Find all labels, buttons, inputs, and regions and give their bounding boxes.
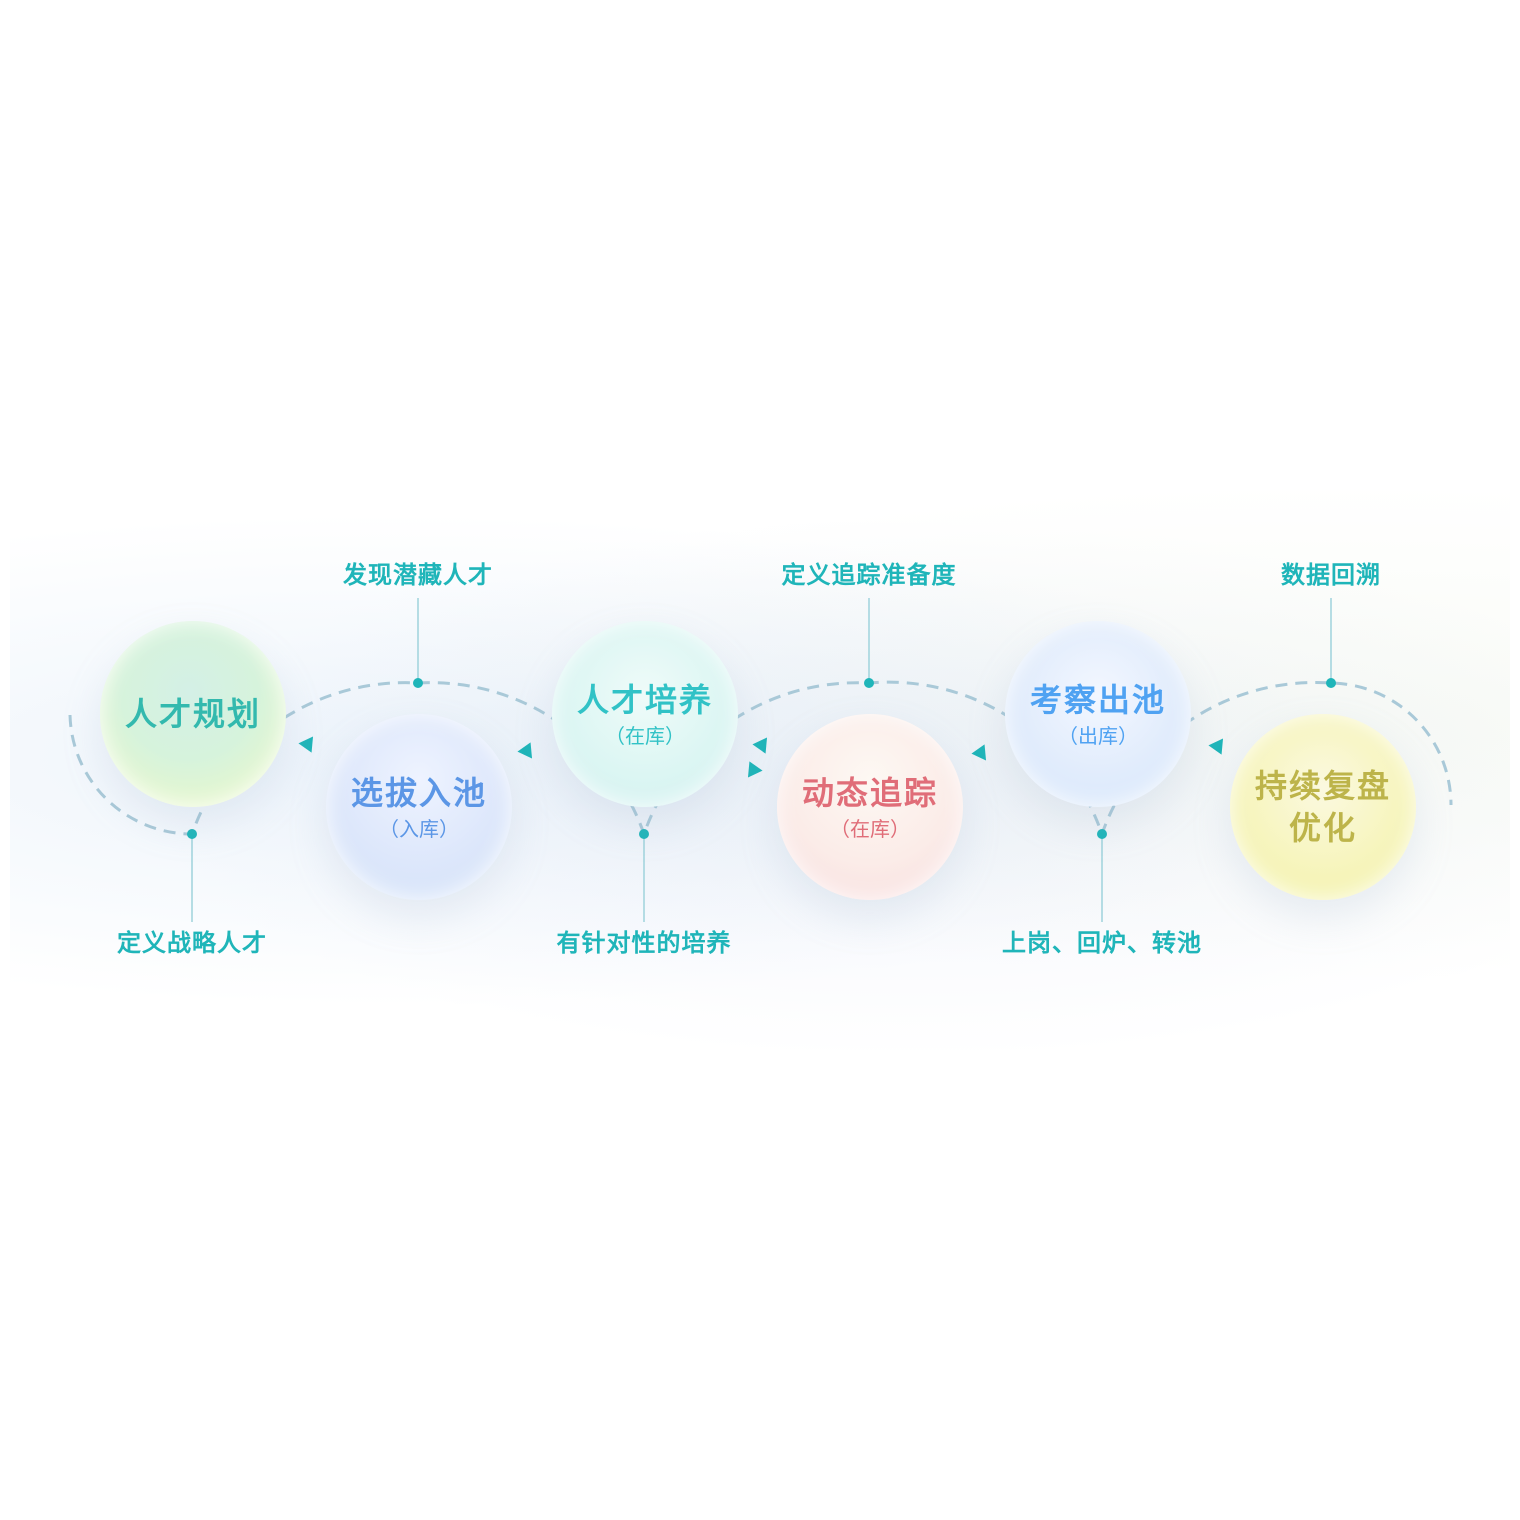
node-dot-top-2	[864, 678, 874, 688]
label-targeted-training: 有针对性的培养	[556, 929, 732, 957]
wavy-dashed-path	[68, 680, 1453, 839]
stage-subtitle: （在库）	[830, 817, 910, 841]
stage-orb-dynamic-tracking: 动态追踪 （在库）	[777, 714, 963, 900]
stage-orb-talent-planning: 人才规划	[100, 621, 286, 807]
stage-title: 动态追踪	[801, 774, 938, 812]
node-dot-bottom-3	[1097, 829, 1107, 839]
stage-orb-cultivation: 人才培养 （在库）	[552, 621, 738, 807]
label-placement-return-transfer: 上岗、回炉、转池	[1002, 929, 1202, 957]
stage-subtitle: （入库）	[379, 817, 459, 841]
arrow-head-icon-2	[517, 742, 533, 759]
arrow-head-icon-3	[752, 737, 768, 754]
stage-title: 人才规划	[124, 695, 261, 733]
label-define-tracking-readiness: 定义追踪准备度	[781, 561, 957, 589]
label-define-strategic-talent: 定义战略人才	[117, 929, 267, 957]
stage-title: 考察出池	[1029, 681, 1166, 719]
stage-subtitle: （在库）	[605, 724, 685, 748]
stage-title: 人才培养	[576, 681, 713, 719]
node-dot-top-3	[1326, 678, 1336, 688]
label-discover-hidden-talent: 发现潜藏人才	[343, 561, 493, 589]
node-dot-bottom-1	[187, 829, 197, 839]
label-data-backtracking: 数据回溯	[1281, 561, 1381, 589]
stage-orb-selection: 选拔入池 （入库）	[326, 714, 512, 900]
stage-title: 持续复盘 优化	[1254, 767, 1391, 847]
arrow-head-icon-5	[971, 744, 987, 761]
stage-subtitle: （出库）	[1058, 724, 1138, 748]
stage-orb-evaluation-exit: 考察出池 （出库）	[1005, 621, 1191, 807]
stage-title: 选拔入池	[350, 774, 487, 812]
node-dot-bottom-2	[639, 829, 649, 839]
stage-orb-continuous-review: 持续复盘 优化	[1230, 714, 1416, 900]
node-dot-top-1	[413, 678, 423, 688]
arrow-head-icon-4	[747, 761, 763, 778]
arrow-head-icon-6	[1208, 738, 1224, 755]
arrow-head-icon-1	[298, 736, 314, 753]
